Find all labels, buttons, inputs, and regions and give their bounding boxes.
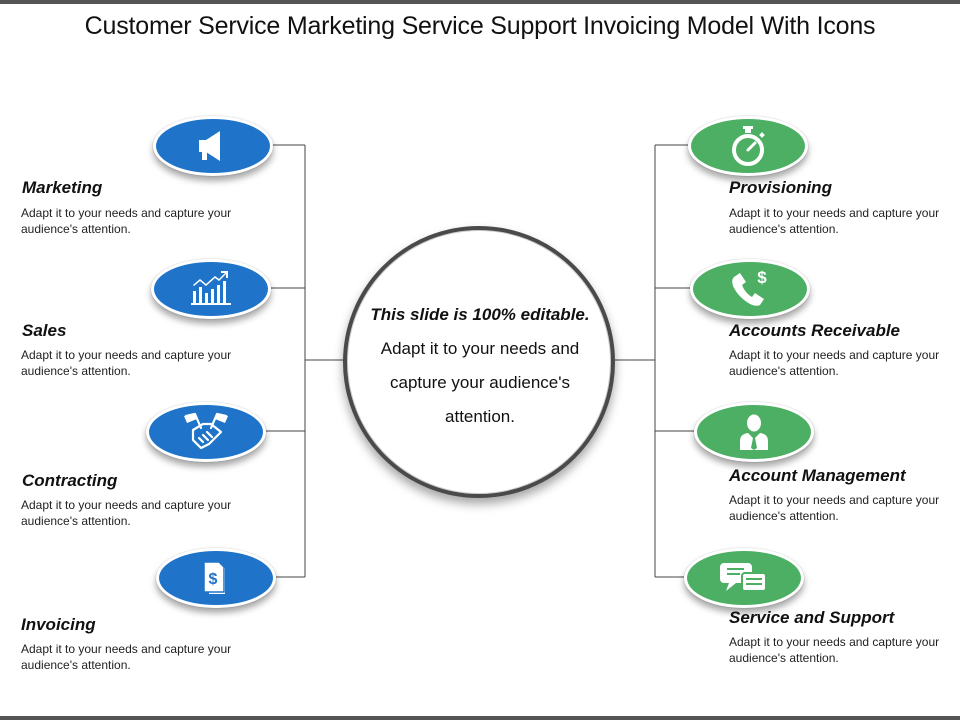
handshake-icon [184,412,228,450]
center-text: This slide is 100% editable. Adapt it to… [368,298,592,434]
top-bar [0,0,960,4]
item-desc-account-management: Adapt it to your needs and capture your … [729,493,940,523]
center-body-text: Adapt it to your needs and capture your … [380,339,580,426]
item-title-contracting: Contracting [22,471,118,490]
svg-text:$: $ [209,571,218,588]
svg-text:$: $ [757,268,767,287]
service-support-oval [684,548,804,608]
megaphone-icon [199,131,220,161]
item-desc-invoicing: Adapt it to your needs and capture your … [21,642,232,672]
business-person-icon [740,414,768,450]
item-desc-contracting: Adapt it to your needs and capture your … [21,498,232,528]
item-title-service-support: Service and Support [729,608,895,627]
page-title: Customer Service Marketing Service Suppo… [84,12,876,40]
marketing-oval [153,116,273,176]
item-desc-service-support: Adapt it to your needs and capture your … [729,635,940,665]
invoice-icon: $ [203,561,225,594]
stopwatch-icon [732,126,765,166]
item-title-account-management: Account Management [729,466,906,485]
item-desc-marketing: Adapt it to your needs and capture your … [21,206,232,236]
item-title-accounts-receivable: Accounts Receivable [729,321,901,340]
item-desc-sales: Adapt it to your needs and capture your … [21,348,232,378]
center-bold-text: This slide is 100% editable. [370,305,590,324]
item-title-provisioning: Provisioning [729,178,832,197]
item-desc-accounts-receivable: Adapt it to your needs and capture your … [729,348,940,378]
chat-bubbles-icon [720,563,767,592]
phone-dollar-icon: $ [732,268,767,306]
bottom-bar [0,716,960,720]
item-title-sales: Sales [22,321,67,340]
item-title-invoicing: Invoicing [21,615,96,634]
invoicing-oval: $ [156,548,276,608]
growth-chart-icon [191,271,231,305]
provisioning-oval [688,116,808,176]
contracting-oval [146,402,266,462]
account-management-oval [694,402,814,462]
sales-oval [151,259,271,319]
item-desc-provisioning: Adapt it to your needs and capture your … [729,206,940,236]
accounts-receivable-oval: $ [690,259,810,319]
center-circle [343,226,615,498]
item-title-marketing: Marketing [22,178,103,197]
